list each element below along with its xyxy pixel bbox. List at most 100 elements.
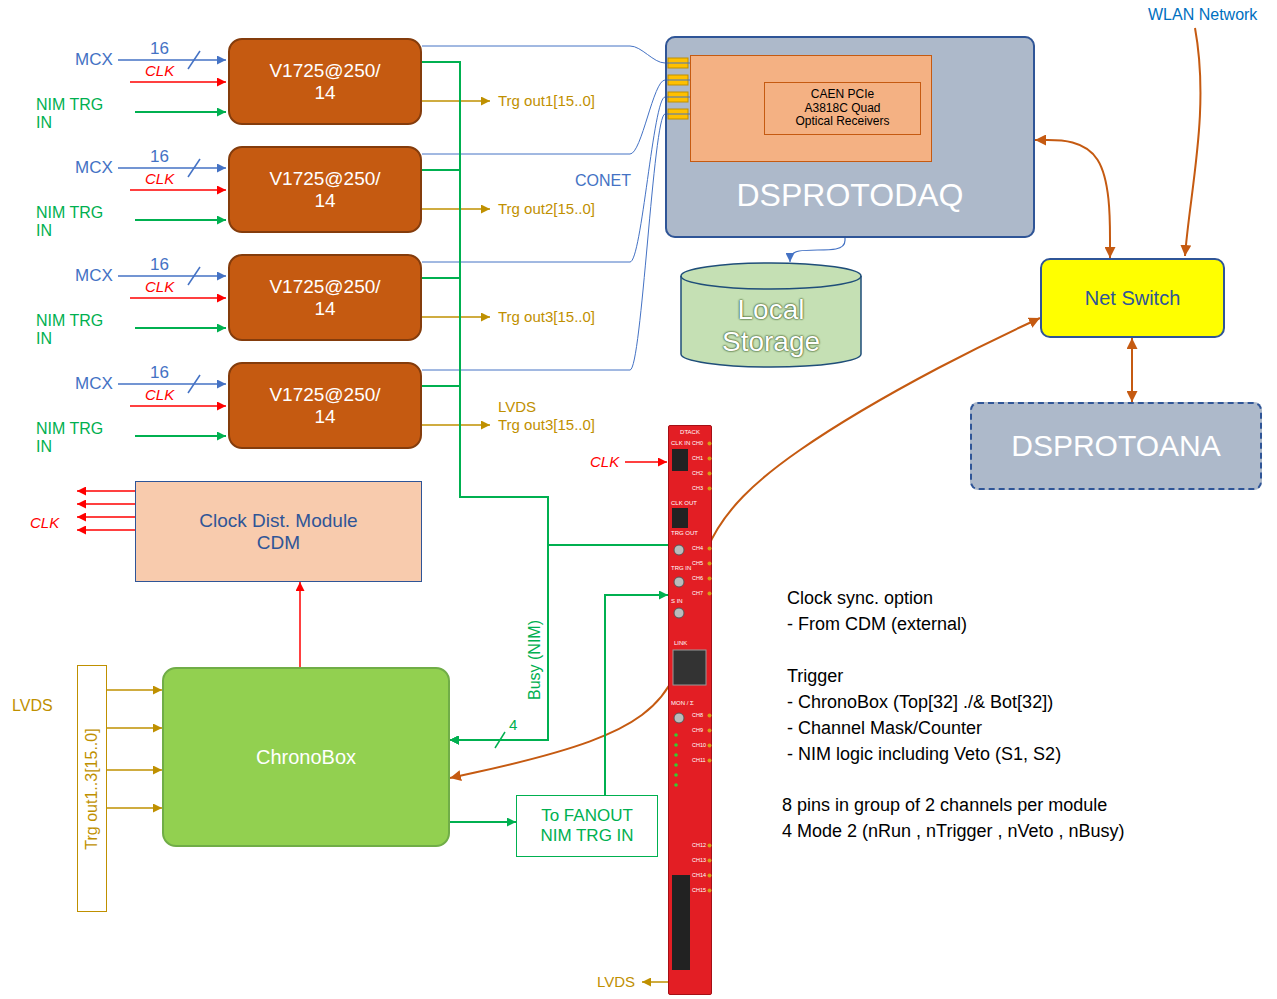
clock-input-arrow [130,297,226,299]
channel-label: CH7 [692,590,703,596]
clock-input-arrow [130,81,226,83]
trigger-input-arrow [135,219,226,221]
channel-connector [708,457,712,461]
bus-width: 16 [150,363,169,383]
bus-slash [188,51,200,69]
note-text: 4 Mode 2 (nRun , nTrigger , nVeto , nBus… [782,821,1125,842]
board-drawing [668,425,712,995]
fanout-box: To FANOUT NIM TRG IN [516,795,658,857]
signal-name: Trg out1[15..0] [498,92,595,109]
trigger-output-arrow [422,100,490,102]
connector [605,595,668,795]
channel-label: CH6 [692,575,703,581]
digitizer-box: V1725@250/ 14 [228,254,422,341]
pcie-card: CAEN PCIe A3818C Quad Optical Receivers [690,55,932,162]
channel-connector [708,744,712,748]
channel-label: CH1 [692,455,703,461]
channel-connector [708,472,712,476]
node-text: To FANOUT NIM TRG IN [533,806,641,845]
signal-name: LVDS [597,973,635,990]
signal-name: NIM TRG IN [36,420,116,457]
bus-width: 16 [150,255,169,275]
channel-label: CH10 [692,742,706,748]
signal-name: Busy (NIM) [526,620,544,700]
lemo-connector [674,713,684,723]
bus-width: 4 [509,716,517,733]
trigger-box: ChronoBox [162,667,450,847]
lvds-bus-box: Trg out1..3[15..0] [77,665,107,912]
note-text: - From CDM (external) [787,614,967,635]
channel-connector [708,577,712,581]
channel-label: CH3 [692,485,703,491]
channel-connector [708,547,712,551]
connector [422,170,548,740]
clock-input-arrow [130,189,226,191]
digitizer-box: V1725@250/ 14 [228,362,422,449]
trigger-output-arrow [422,208,490,210]
connector-name: MCX [75,374,113,394]
node-text: Clock Dist. Module CDM [184,510,374,554]
bus-slash [188,159,200,177]
note-text: - NIM logic including Veto (S1, S2) [787,744,1061,765]
signal-input-arrow [118,167,226,169]
signal-name: CLK [145,278,174,295]
channel-label: CH4 [692,545,703,551]
connector [790,238,845,262]
connector [107,807,162,809]
panel-label: LINK [674,640,687,647]
connector [107,769,162,771]
signal-name: CLK [590,453,619,470]
panel-label: TRG IN [671,565,691,572]
wlan-link [1185,28,1200,256]
clock-connector [672,449,688,471]
signal-input-arrow [118,275,226,277]
signal-name: Trg out2[15..0] [498,200,595,217]
clock-input-arrow [130,405,226,407]
note-text: - ChronoBox (Top[32] ./& Bot[32]) [787,692,1053,713]
status-led [674,763,678,767]
cylinder-rim [681,276,861,289]
channel-connector [708,592,712,596]
lvds-output-arrow [642,981,668,983]
channel-connector [708,729,712,733]
trigger-input-arrow [135,327,226,329]
panel-label: CLK OUT [671,500,697,507]
note-text: - Channel Mask/Counter [787,718,982,739]
status-led [674,753,678,757]
node-text: CAEN PCIe A3818C Quad Optical Receivers [764,82,921,135]
bus-slash [188,267,200,285]
node-text: V1725@250/ 14 [265,168,385,212]
signal-name: Trg out3[15..0] [498,308,595,325]
node-text: Trg out1..3[15..0] [83,728,101,849]
connector-name: MCX [75,266,113,286]
connector [107,727,162,729]
lvds-connector [672,875,690,970]
digitizer-box: V1725@250/ 14 [228,38,422,125]
clock-output-arrow [77,529,135,531]
connector [422,97,690,262]
note-text: Trigger [787,666,843,687]
cylinder-body [681,263,861,367]
signal-name: LVDS [12,697,53,715]
channel-label: CH15 [692,887,706,893]
channel-label: CH2 [692,470,703,476]
channel-connector [708,874,712,878]
channel-label: CH9 [692,727,703,733]
link-name: CONET [575,172,631,190]
channel-connector [708,889,712,893]
status-led [674,733,678,737]
signal-name: NIM TRG IN [36,96,116,133]
connector [422,62,548,740]
channel-label: CH14 [692,872,706,878]
clock-output-arrow [77,503,135,505]
clock-module: Clock Dist. Module CDM [135,481,422,582]
connector [1035,140,1110,258]
channel-label: CH0 [692,440,703,446]
trigger-input-arrow [135,435,226,437]
signal-name: CLK [30,514,59,531]
node-text: V1725@250/ 14 [265,60,385,104]
daq-computer: DSPROTODAQCAEN PCIe A3818C Quad Optical … [665,36,1035,238]
connector-name: MCX [75,158,113,178]
signal-name: NIM TRG IN [36,312,116,349]
connector [299,582,301,667]
